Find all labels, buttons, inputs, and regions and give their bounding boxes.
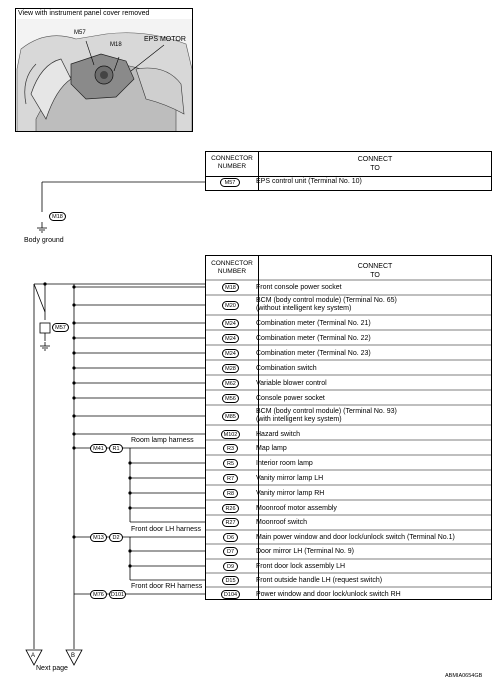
ground2-junction-icon [39, 322, 51, 341]
table1-connector-badge: M57 [220, 178, 240, 187]
connector-table-1: CONNECTOR NUMBER CONNECT TO [205, 151, 492, 191]
row-text: Map lamp [256, 445, 287, 452]
flag-b: B [71, 653, 76, 659]
row-text: Power window and door lock/unlock switch… [256, 591, 401, 598]
row-connector-badge: R7 [223, 474, 238, 483]
figure-code: ABMIA0654GB [445, 673, 483, 679]
row-connector-badge: D6 [223, 533, 238, 542]
row-connector-badge: M24 [222, 319, 239, 328]
table1-header-connect: CONNECT TO [357, 156, 393, 172]
row-text: Front console power socket [256, 284, 342, 291]
row-connector-badge: R26 [222, 504, 239, 513]
photo-caption: View with instrument panel cover removed [18, 10, 150, 17]
row-text: Front outside handle LH (request switch) [256, 577, 383, 584]
row-text: Console power socket [256, 395, 325, 402]
harness-room-lamp-connector-1: M41 [90, 444, 107, 453]
row-text: Interior room lamp [256, 460, 313, 467]
row-text: Combination meter (Terminal No. 22) [256, 335, 371, 342]
row-text: Combination switch [256, 365, 317, 372]
row-connector-badge: R3 [223, 444, 238, 453]
row-text: BCM (body control module) (Terminal No. … [256, 297, 397, 312]
harness-front-door-rh-connector-1: M76 [90, 590, 107, 599]
row-text: Moonroof motor assembly [256, 505, 337, 512]
table2-header-connector: CONNECTOR NUMBER [211, 260, 253, 275]
row-connector-badge: M20 [222, 301, 239, 310]
row-connector-badge: D15 [222, 576, 239, 585]
row-connector-badge: M85 [222, 412, 239, 421]
flag-a: A [31, 653, 36, 659]
table2-header-connect: CONNECT TO [357, 263, 393, 279]
row-text: Combination meter (Terminal No. 23) [256, 350, 371, 357]
location-photo: View with instrument panel cover removed… [15, 8, 193, 132]
table1-row-text: EPS control unit (Terminal No. 10) [256, 178, 362, 185]
row-connector-badge: M56 [222, 394, 239, 403]
row-connector-badge: R27 [222, 518, 239, 527]
row-connector-badge: D7 [223, 547, 238, 556]
row-connector-badge: R5 [223, 459, 238, 468]
harness-room-lamp-connector-2: R1 [109, 444, 123, 453]
ground1-connector-badge: M18 [49, 212, 66, 221]
row-connector-badge: D104 [221, 590, 240, 599]
row-connector-badge: M18 [222, 283, 239, 292]
row-text: Combination meter (Terminal No. 21) [256, 320, 371, 327]
callout-m18: M18 [110, 42, 122, 48]
row-connector-badge: R8 [223, 489, 238, 498]
row-connector-badge: D9 [223, 562, 238, 571]
row-text: Door mirror LH (Terminal No. 9) [256, 548, 355, 555]
harness-front-door-lh-connector-2: D2 [109, 533, 123, 542]
harness-room-lamp-label: Room lamp harness [131, 437, 194, 444]
row-connector-badge: M62 [222, 379, 239, 388]
row-text: Vanity mirror lamp RH [256, 490, 325, 497]
row-text: Main power window and door lock/unlock s… [256, 534, 455, 541]
row-connector-badge: M102 [221, 430, 240, 439]
connector-table-2: CONNECTOR NUMBER CONNECT TO [205, 255, 492, 600]
row-connector-badge: M24 [222, 349, 239, 358]
row-text: Front door lock assembly LH [256, 563, 346, 570]
photo-illustration [16, 19, 192, 131]
table1-header-connector: CONNECTOR NUMBER [211, 155, 253, 170]
row-connector-badge: M28 [222, 364, 239, 373]
ground2-connector-badge: M57 [52, 323, 69, 332]
callout-m57: M57 [74, 30, 86, 36]
table2-row-dividers [205, 279, 492, 588]
row-text: Vanity mirror lamp LH [256, 475, 324, 482]
row-text: BCM (body control module) (Terminal No. … [256, 408, 397, 423]
row-connector-badge: M24 [222, 334, 239, 343]
next-page-label: Next page [36, 665, 68, 672]
harness-front-door-rh-connector-2: D101 [109, 590, 126, 599]
harness-front-door-lh-label: Front door LH harness [131, 526, 202, 533]
row-text: Hazard switch [256, 431, 300, 438]
row-text: Moonroof switch [256, 519, 307, 526]
row-text: Variable blower control [256, 380, 327, 387]
harness-front-door-lh-connector-1: M13 [90, 533, 107, 542]
ground1-label: Body ground [24, 237, 64, 244]
callout-eps-motor: EPS MOTOR [144, 36, 186, 43]
harness-front-door-rh-label: Front door RH harness [131, 583, 203, 590]
